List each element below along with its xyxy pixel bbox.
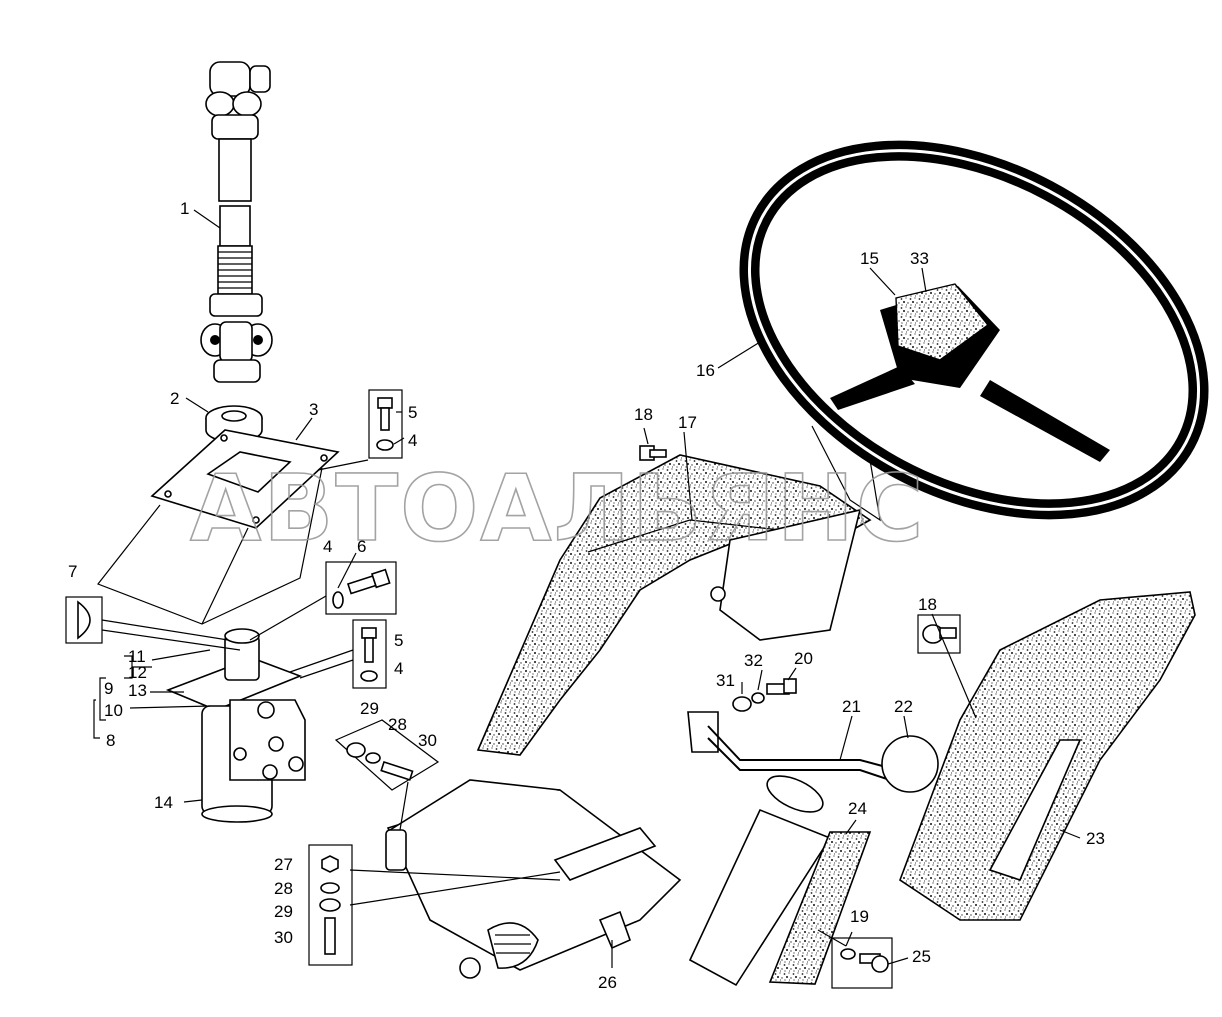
bolt-box-5-4-top (368, 389, 403, 459)
callout-26: 26 (598, 973, 617, 992)
callout-24: 24 (848, 799, 867, 818)
callout-13: 13 (128, 681, 147, 700)
callout-17: 17 (678, 413, 697, 432)
callout-28: 28 (274, 879, 293, 898)
callout-31: 31 (716, 671, 735, 690)
callout-8: 8 (106, 731, 115, 750)
callout-2: 2 (170, 389, 179, 408)
watermark: АВТОАЛЬЯНС (190, 455, 925, 562)
bolt-18-top (639, 445, 667, 461)
callout-25: 25 (912, 947, 931, 966)
callout-5: 5 (408, 403, 417, 422)
callout-14: 14 (154, 793, 173, 812)
steering-wheel-16 (739, 140, 1209, 522)
callout-4: 4 (408, 431, 417, 450)
callout-3: 3 (309, 400, 318, 419)
leader-lines (93, 209, 1081, 968)
callout-5: 5 (394, 631, 403, 650)
bolt-box-27-30 (308, 844, 353, 966)
callout-9: 9 (104, 679, 113, 698)
panel-17 (476, 454, 872, 756)
callout-6: 6 (357, 537, 366, 556)
callout-30: 30 (274, 928, 293, 947)
callout-7: 7 (68, 562, 77, 581)
bolt-box-5-4-mid (352, 619, 387, 689)
callout-18: 18 (634, 405, 653, 424)
bracket-26 (385, 779, 682, 979)
bolt-box-19-25 (831, 937, 893, 989)
callout-22: 22 (894, 697, 913, 716)
boot-cover-3 (97, 429, 340, 625)
callout-15: 15 (860, 249, 879, 268)
callout-30: 30 (418, 731, 437, 750)
callout-11: 11 (128, 647, 146, 666)
plate-24 (768, 831, 872, 985)
callout-16: 16 (696, 361, 715, 380)
callout-20: 20 (794, 649, 813, 668)
panel-23 (899, 591, 1196, 921)
callout-12: 12 (128, 663, 147, 682)
bolt-box-29-28-30 (334, 719, 440, 791)
callout-29: 29 (274, 902, 293, 921)
callout-19: 19 (850, 907, 869, 926)
cardan-shaft (200, 61, 273, 383)
callout-33: 33 (910, 249, 929, 268)
callout-labels: 1 2 3 4 5 4 6 5 4 7 11 12 9 13 10 8 14 2… (68, 199, 1105, 992)
fasteners-31-32-20 (732, 678, 797, 712)
bolt-box-18 (917, 614, 961, 654)
hydraulic-steering-unit-14 (165, 628, 306, 823)
callout-18: 18 (918, 595, 937, 614)
lever-21-knob-22 (687, 711, 939, 793)
callout-21: 21 (842, 697, 861, 716)
callout-4: 4 (323, 537, 332, 556)
callout-10: 10 (104, 701, 123, 720)
bolt-box-6-4 (325, 561, 397, 615)
callout-27: 27 (274, 855, 293, 874)
key-7 (65, 596, 103, 644)
callout-28: 28 (388, 715, 407, 734)
callout-4: 4 (394, 659, 403, 678)
callout-1: 1 (180, 199, 189, 218)
callout-29: 29 (360, 699, 379, 718)
callout-23: 23 (1086, 829, 1105, 848)
callout-32: 32 (744, 651, 763, 670)
